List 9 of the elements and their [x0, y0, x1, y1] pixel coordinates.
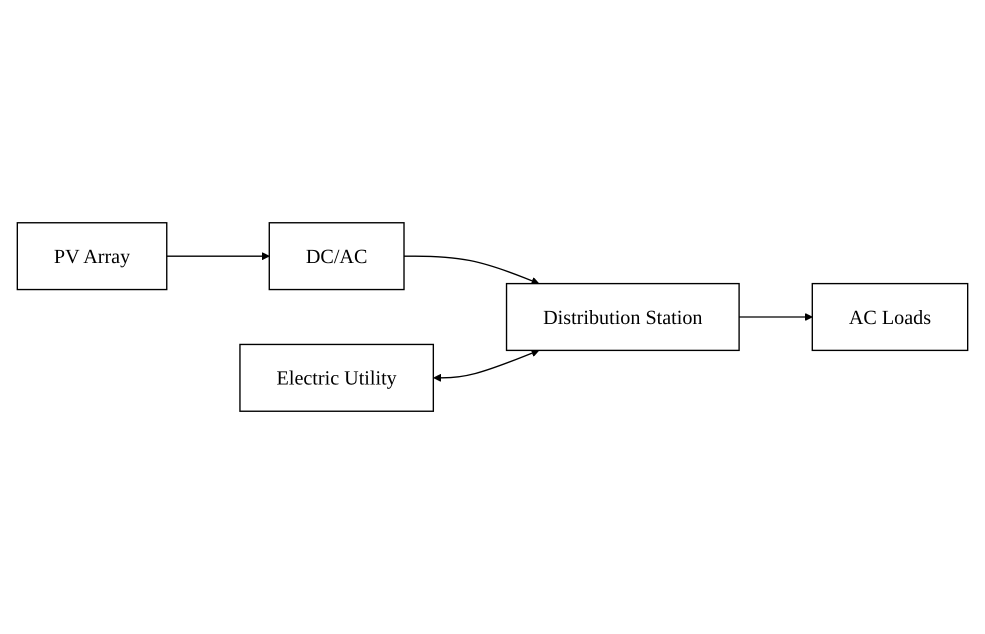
arrow [404, 255, 540, 285]
node-box: Electric Utility [239, 344, 434, 412]
node-box: PV Array [16, 222, 168, 290]
arrow [739, 312, 813, 322]
arrow [433, 349, 540, 382]
node-box: DC/AC [268, 222, 405, 290]
node-box: Distribution Station [506, 282, 740, 352]
node-box: AC Loads [812, 282, 968, 352]
arrow [166, 252, 270, 260]
